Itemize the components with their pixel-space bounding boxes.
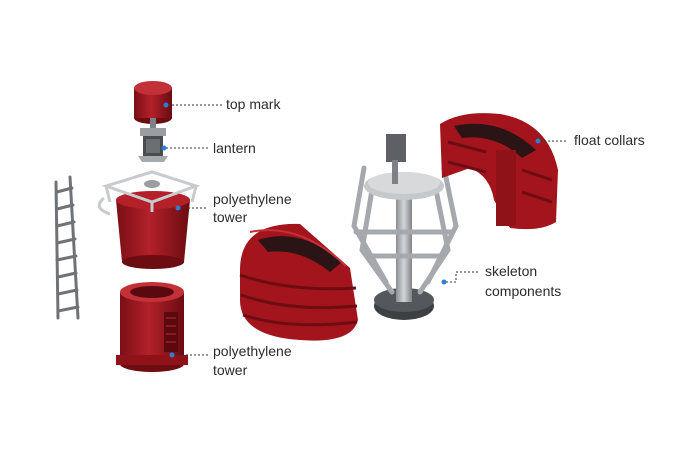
label-skeleton-2: components	[485, 283, 562, 299]
label-tower-upper-2: tower	[213, 209, 248, 225]
float-collar-left	[239, 223, 358, 341]
label-tower-upper-1: polyethylene	[213, 191, 292, 207]
leader-lines	[161, 102, 568, 358]
label-lantern: lantern	[213, 140, 256, 156]
top-mark	[134, 81, 172, 128]
lower-tower	[116, 282, 188, 372]
lantern	[138, 128, 168, 162]
ladder	[54, 175, 80, 320]
label-tower-lower-2: tower	[213, 362, 248, 378]
label-tower-lower-1: polyethylene	[213, 343, 292, 359]
float-collar-right	[440, 113, 558, 230]
skeleton-frame	[351, 134, 459, 320]
upper-tower	[97, 170, 201, 269]
label-skeleton-1: skeleton	[485, 263, 538, 279]
label-top-mark: top mark	[226, 96, 281, 112]
label-float-collars: float collars	[574, 132, 645, 148]
